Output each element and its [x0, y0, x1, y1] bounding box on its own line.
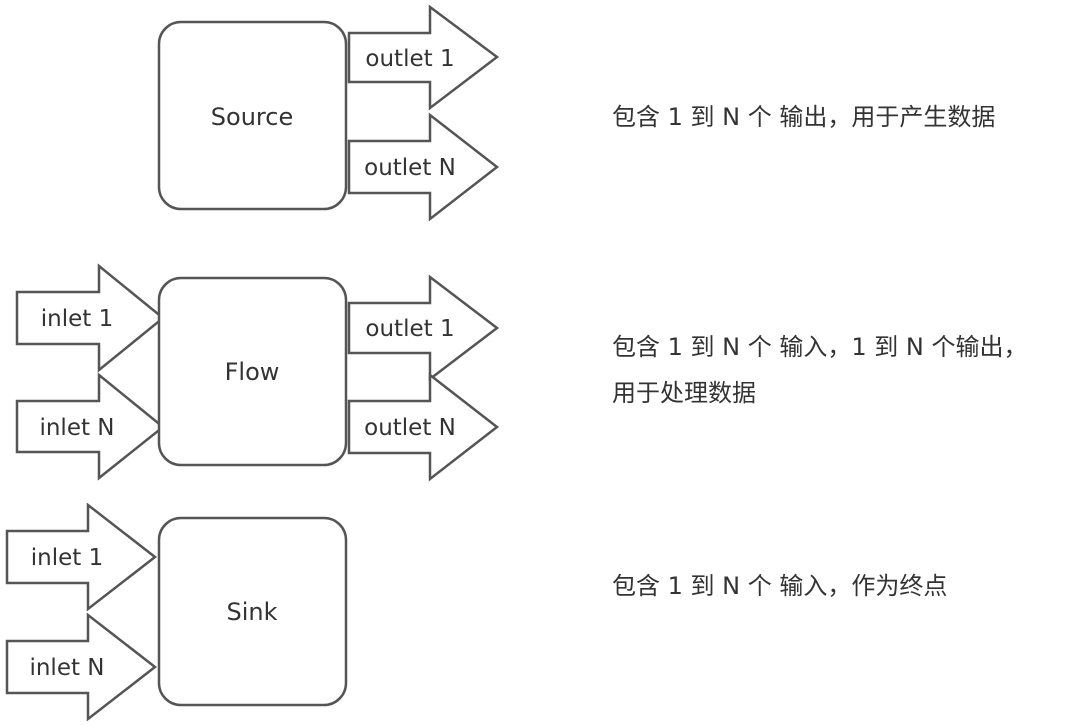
flow-description: 包含 1 到 N 个 输入，1 到 N 个输出， 用于处理数据	[612, 324, 1072, 416]
flow-stage: inlet 1 inlet N Flow outlet 1 outlet N	[15, 263, 500, 482]
sink-inlet-n-label: inlet N	[29, 655, 104, 681]
flow-outlet-n-label: outlet N	[364, 415, 456, 441]
sink-stage: inlet 1 inlet N Sink	[5, 502, 348, 722]
sink-inlet-n-arrow: inlet N	[5, 612, 158, 722]
source-box	[157, 20, 348, 211]
source-outlet-1-arrow: outlet 1	[347, 4, 500, 111]
source-description: 包含 1 到 N 个 输出，用于产生数据	[612, 94, 1072, 140]
source-outlet-1-label: outlet 1	[365, 46, 454, 72]
sink-description-line: 包含 1 到 N 个 输入，作为终点	[612, 572, 948, 600]
flow-outlet-1-label: outlet 1	[365, 316, 454, 342]
source-outlet-n-label: outlet N	[364, 155, 456, 181]
flow-inlet-n-label: inlet N	[39, 415, 114, 441]
flow-inlet-1-arrow: inlet 1	[15, 263, 165, 373]
sink-box	[157, 516, 348, 707]
flow-box	[157, 276, 348, 467]
sink-title: Sink	[226, 598, 277, 626]
sink-description: 包含 1 到 N 个 输入，作为终点	[612, 563, 1072, 609]
flow-outlet-1-arrow: outlet 1	[347, 274, 500, 382]
flow-title: Flow	[225, 358, 280, 386]
flow-description-line-1: 包含 1 到 N 个 输入，1 到 N 个输出，	[612, 333, 1028, 361]
source-outlet-n-arrow: outlet N	[347, 112, 500, 222]
flow-inlet-1-label: inlet 1	[41, 306, 113, 332]
sink-inlet-1-label: inlet 1	[31, 545, 103, 571]
flow-inlet-n-arrow: inlet N	[15, 372, 165, 481]
sink-inlet-1-arrow: inlet 1	[5, 502, 158, 612]
source-title: Source	[211, 103, 293, 131]
source-stage: Source outlet 1 outlet N	[157, 4, 500, 222]
source-description-line: 包含 1 到 N 个 输出，用于产生数据	[612, 103, 996, 131]
flow-outlet-n-arrow: outlet N	[347, 372, 500, 482]
flow-description-line-2: 用于处理数据	[612, 379, 756, 407]
